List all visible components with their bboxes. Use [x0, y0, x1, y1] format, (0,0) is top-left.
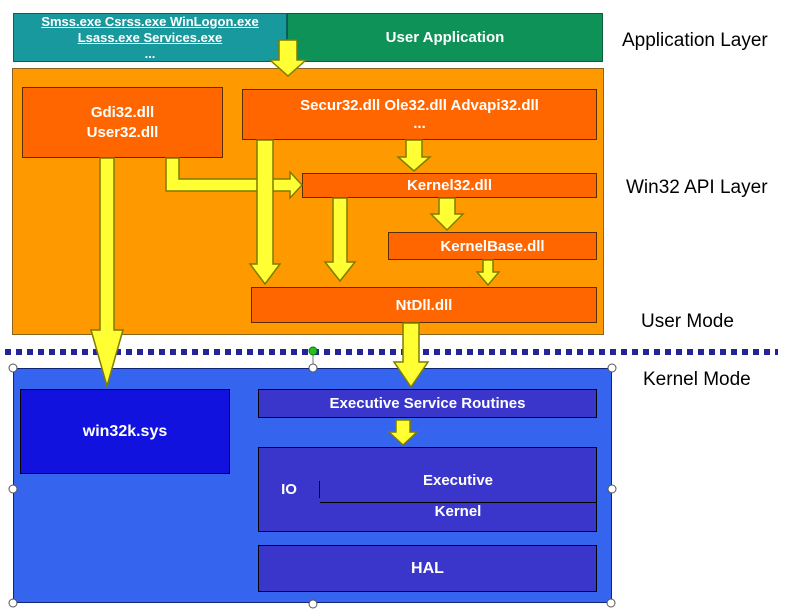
executive-cell: Executive — [320, 460, 596, 503]
win32-api-layer-label: Win32 API Layer — [626, 177, 768, 198]
hal-label: HAL — [411, 559, 444, 577]
kernel-cell: Kernel — [434, 502, 482, 520]
system-processes-box[interactable]: Smss.exe Csrss.exe WinLogon.exe Lsass.ex… — [13, 13, 287, 62]
kernel32-label: Kernel32.dll — [406, 177, 493, 194]
user-application-box[interactable]: User Application — [287, 13, 603, 62]
secur32-ole32-advapi32-box[interactable]: Secur32.dll Ole32.dll Advapi32.dll ... — [242, 89, 597, 140]
kernelbase-label: KernelBase.dll — [440, 237, 545, 255]
system-processes-line1: Smss.exe Csrss.exe WinLogon.exe — [41, 13, 259, 29]
gdi32-label: Gdi32.dll — [90, 103, 155, 121]
win32k-label: win32k.sys — [82, 422, 168, 440]
gdi32-user32-box[interactable]: Gdi32.dll User32.dll — [22, 87, 223, 158]
user32-label: User32.dll — [86, 123, 159, 141]
win32k-box[interactable]: win32k.sys — [20, 389, 230, 474]
application-layer-label: Application Layer — [622, 30, 768, 51]
hal-box[interactable]: HAL — [258, 545, 597, 592]
system-processes-line2: Lsass.exe Services.exe — [77, 29, 223, 45]
io-executive-kernel-box[interactable]: IO Executive Kernel — [258, 447, 597, 532]
kernel32-box[interactable]: Kernel32.dll — [302, 173, 597, 198]
io-right-region: Executive Kernel — [320, 460, 596, 520]
system-processes-ellipsis: ... — [144, 45, 156, 61]
user-mode-label: User Mode — [641, 311, 734, 332]
ntdll-label: NtDll.dll — [395, 296, 453, 314]
kernel-mode-label: Kernel Mode — [643, 369, 751, 390]
user-application-label: User Application — [385, 29, 505, 46]
io-cell: IO — [259, 481, 320, 498]
kernelbase-box[interactable]: KernelBase.dll — [388, 232, 597, 260]
secur32-label: Secur32.dll Ole32.dll Advapi32.dll — [300, 96, 539, 114]
executive-service-routines-box[interactable]: Executive Service Routines — [258, 389, 597, 418]
secur32-ellipsis: ... — [413, 114, 426, 132]
ntdll-box[interactable]: NtDll.dll — [251, 287, 597, 323]
user-kernel-mode-separator[interactable] — [5, 349, 778, 355]
executive-service-routines-label: Executive Service Routines — [329, 395, 526, 412]
